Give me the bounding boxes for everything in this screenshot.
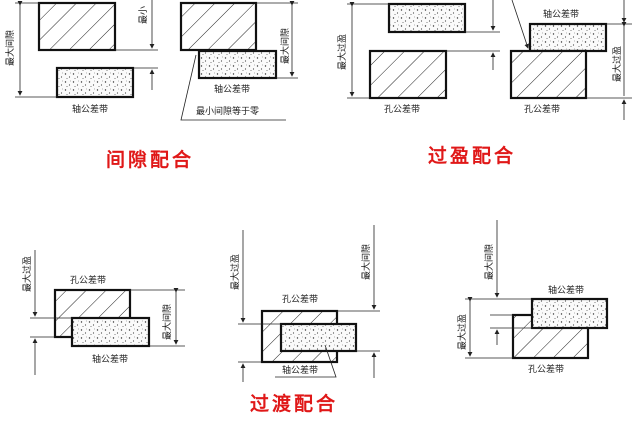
clearance-fit-diagram-2: 最大间隙 轴公差带 最小间隙等于零	[179, 1, 298, 121]
transition-fit-diagram-3: 轴公差带 最大间隙 最大过盈 孔公差带	[456, 220, 609, 375]
shaft-tolerance-zone	[279, 322, 358, 353]
hole-tolerance-zone	[37, 1, 117, 52]
shaft-tolerance-zone	[55, 66, 135, 99]
shaft-tolerance-zone	[528, 22, 608, 53]
hole-zone-label: 孔公差带	[282, 293, 318, 305]
clearance-fit-diagram-1: 最大间隙 最小 轴公差带	[4, 0, 158, 115]
interference-fit-diagram-2: 轴公差带 最大过盈 孔公差带	[509, 0, 632, 120]
shaft-zone-label: 轴公差带	[543, 8, 579, 20]
max-interference-label: 最大过盈	[21, 256, 33, 292]
max-clearance-label: 最大间隙	[161, 304, 173, 340]
max-clearance-label: 最大间隙	[279, 28, 291, 64]
shaft-tolerance-zone	[70, 316, 151, 348]
shaft-zone-label: 轴公差带	[282, 364, 318, 376]
shaft-zone-label: 轴公差带	[548, 284, 584, 296]
hole-tolerance-zone	[179, 1, 258, 52]
hole-zone-label: 孔公差带	[70, 274, 106, 286]
hole-tolerance-zone	[368, 49, 448, 100]
max-interference-label: 最大过盈	[611, 46, 623, 82]
clearance-fit-title: 间隙配合	[106, 148, 194, 171]
max-clearance-label: 最大间隙	[483, 244, 495, 280]
max-interference-label: 最大过盈	[456, 314, 468, 350]
shaft-zone-label: 轴公差带	[214, 83, 250, 95]
max-interference-label: 最大过盈	[229, 254, 241, 290]
transition-fit-diagram-1: 孔公差带 最大过盈 最大间隙 轴公差带	[21, 250, 185, 375]
min-clearance-label: 最小	[138, 6, 149, 24]
max-clearance-label: 最大间隙	[360, 244, 372, 280]
shaft-tolerance-zone	[197, 49, 278, 80]
max-clearance-label: 最大间隙	[4, 30, 16, 66]
shaft-zone-label: 轴公差带	[92, 353, 128, 365]
hole-tolerance-zone	[509, 49, 588, 100]
max-interference-label: 最大过盈	[336, 34, 348, 70]
hole-zone-label: 孔公差带	[528, 363, 564, 375]
interference-fit-diagram-1: 最大过盈 孔公差带	[336, 0, 500, 115]
hole-zone-label: 孔公差带	[524, 103, 560, 115]
transition-fit-diagram-2: 孔公差带 最大过盈 最大间隙 轴公差带	[229, 225, 380, 382]
shaft-tolerance-zone	[530, 297, 609, 330]
interference-fit-title: 过盈配合	[428, 144, 516, 167]
shaft-tolerance-zone	[387, 2, 467, 34]
transition-fit-title: 过渡配合	[250, 392, 338, 415]
shaft-zone-label: 轴公差带	[72, 103, 108, 115]
hole-zone-label: 孔公差带	[384, 103, 420, 115]
min-clearance-zero-label: 最小间隙等于零	[196, 105, 259, 117]
